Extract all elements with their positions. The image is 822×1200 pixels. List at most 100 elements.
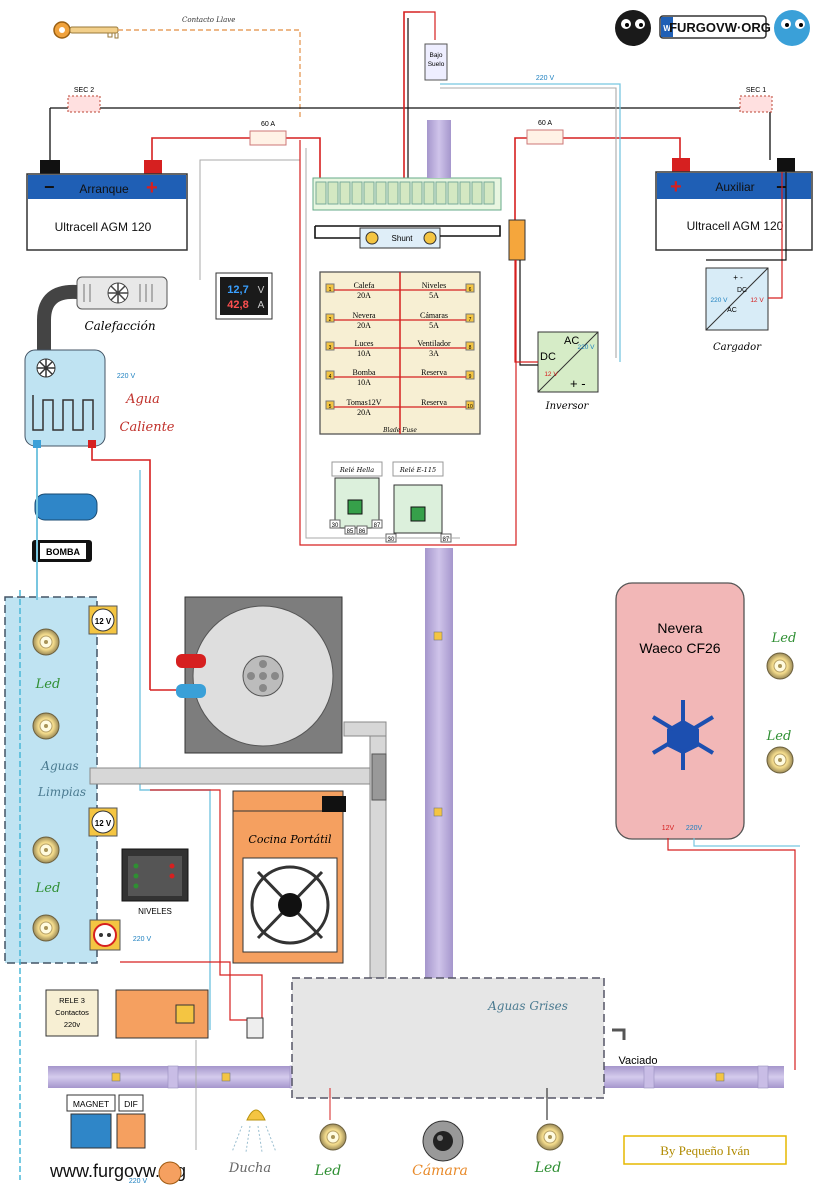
levels-panel: NIVELES [121,848,189,916]
svg-text:SEC 1: SEC 1 [746,87,766,94]
svg-text:220 V: 220 V [578,344,596,351]
relay-hella: Relé Hella [331,461,383,529]
fuse-num-right: 7 [469,317,472,323]
fuse-slot-right [465,400,475,410]
inverter: AC DC 220 V 12 V + - Inversor [537,331,599,412]
svg-text:Inversor: Inversor [545,401,590,412]
svg-text:Ultracell AGM 120: Ultracell AGM 120 [55,220,152,234]
boiler-disc [176,596,343,754]
svg-text:85: 85 [347,529,354,535]
fuse-amp-left: 20A [357,291,371,300]
fuse-slot-right [465,313,475,323]
svg-text:www.furgovw.org: www.furgovw.org [49,1161,186,1181]
socket-12v-mid: 12 V [88,807,118,837]
fuse-amp-right: 5A [429,321,439,330]
svg-text:86: 86 [359,529,366,535]
svg-text:12 V: 12 V [95,819,112,828]
svg-text:Contactos: Contactos [55,1008,89,1017]
svg-text:AC: AC [564,335,579,347]
svg-text:DIF: DIF [124,1099,138,1109]
svg-text:220 V: 220 V [117,373,136,380]
battery-arranque: − Arranque + Ultracell AGM 120 [26,160,188,251]
relay-3-contacts: RELE 3 Contactos 220v [45,989,209,1039]
shunt: Shunt [359,227,441,249]
svg-text:W: W [663,24,671,33]
svg-text:RELE 3: RELE 3 [59,996,85,1005]
fuse-60a-left: 60 A [249,121,287,146]
fuse-name-right: Niveles [422,281,446,290]
fuse-num-left: 5 [329,404,332,410]
fuse-box: Blade Fuse [319,271,481,435]
fuse-slot-left [325,283,335,293]
svg-text:Cocina Portátil: Cocina Portátil [248,833,332,846]
fuse-name-right: Ventilador [417,339,451,348]
svg-text:DC: DC [540,351,556,363]
svg-text:30: 30 [332,523,339,529]
shower-icon [231,1109,277,1153]
fuse-amp-left: 10A [357,378,371,387]
svg-text:Ducha: Ducha [228,1161,271,1176]
fuse-num-left: 3 [329,345,332,351]
fuse-slot-right [465,370,475,380]
svg-text:Caliente: Caliente [120,420,175,435]
battery-monitor: 12,7 V 42,8 A [215,272,273,320]
svg-text:Bajo: Bajo [429,52,442,59]
fuse-num-right: 8 [469,345,472,351]
svg-text:Suelo: Suelo [428,61,445,68]
svg-text:220 V: 220 V [129,1178,148,1185]
relay-e115: Relé E-115 [392,461,444,534]
svg-text:60 A: 60 A [261,121,275,128]
heater-calefaccion: Calefacción [37,276,168,350]
svg-text:220 V: 220 V [711,297,729,304]
camera-icon [422,1120,464,1162]
svg-text:60 A: 60 A [538,120,552,127]
svg-text:30: 30 [388,537,395,543]
fridge-waeco: Nevera Waeco CF26 12V 220V [615,582,745,840]
fuse-slot-left [325,370,335,380]
ignition-key-label: Contacto Llave [182,16,235,24]
svg-text:Auxiliar: Auxiliar [715,180,754,194]
svg-text:Aguas Grises: Aguas Grises [487,999,568,1013]
svg-text:Aguas: Aguas [40,759,78,773]
svg-text:42,8: 42,8 [227,299,248,311]
svg-text:Vaciado: Vaciado [619,1055,658,1067]
svg-text:By Pequeño Iván: By Pequeño Iván [660,1143,750,1158]
svg-text:12V: 12V [662,825,675,832]
svg-text:−: − [44,177,55,197]
svg-text:Led: Led [534,1160,562,1176]
svg-text:Waeco CF26: Waeco CF26 [639,640,720,656]
fuse-name-right: Reserva [421,398,447,407]
credit-box: By Pequeño Iván [623,1135,787,1165]
svg-text:Led: Led [771,631,797,646]
svg-text:+: + [670,176,682,198]
svg-text:V: V [258,285,265,296]
svg-text:−: − [776,177,787,197]
led-right-group: Led Led [766,631,797,774]
ignition-key-icon [53,21,119,39]
svg-text:87: 87 [443,537,450,543]
svg-text:220V: 220V [686,825,703,832]
fuse-name-right: Reserva [421,368,447,377]
fuse-slot-left [325,341,335,351]
svg-text:MAGNET: MAGNET [73,1099,109,1109]
svg-text:12,7: 12,7 [227,284,248,296]
fuse-num-left: 4 [329,374,332,380]
socket-12v-top: 12 V [88,605,118,635]
svg-text:12 V: 12 V [95,617,112,626]
fuse-amp-left: 20A [357,321,371,330]
svg-text:Led: Led [766,729,792,744]
tank-bajo-suelo: Bajo Suelo [424,43,451,178]
svg-text:Relé Hella: Relé Hella [339,466,374,474]
fuse-amp-right: 5A [429,291,439,300]
fuse-num-right: 9 [469,374,472,380]
fuse-slot-left [325,313,335,323]
svg-text:Arranque: Arranque [79,182,129,196]
svg-text:Led: Led [35,677,61,692]
fuse-slot-right [465,283,475,293]
fuse-name-right: Cámaras [420,311,448,320]
svg-text:NIVELES: NIVELES [138,907,172,916]
svg-text:Calefacción: Calefacción [84,319,155,333]
fuse-amp-left: 20A [357,408,371,417]
furgovw-logo: W FURGOVW·ORG [615,10,810,46]
